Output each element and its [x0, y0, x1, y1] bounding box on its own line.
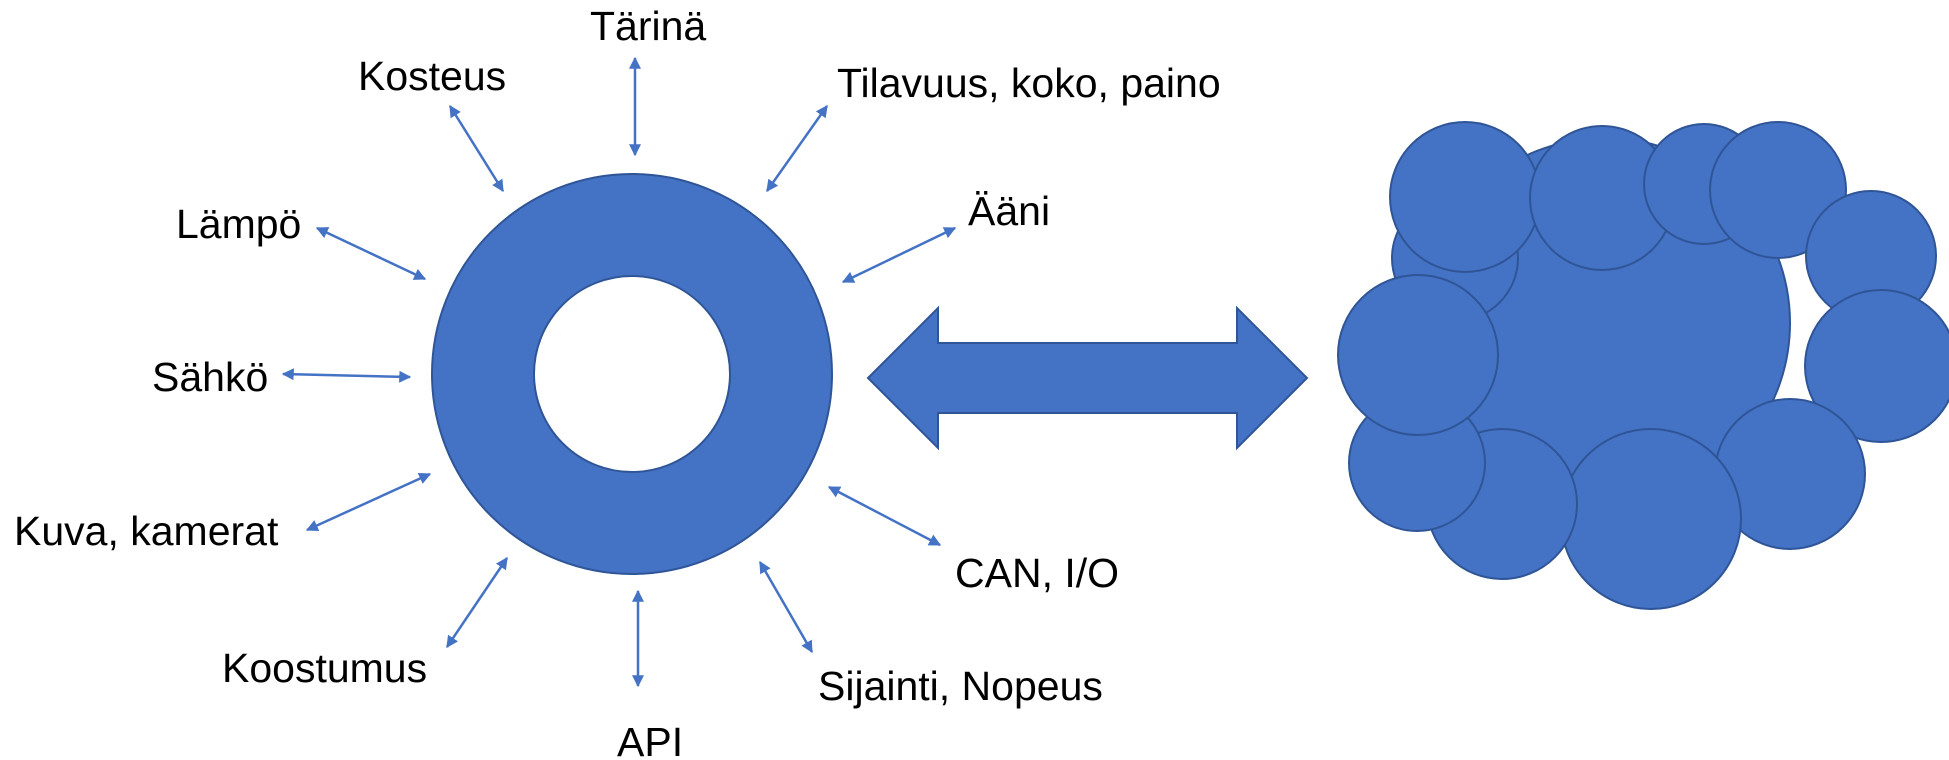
label-tilavuus: Tilavuus, koko, paino — [837, 60, 1221, 106]
arrow-sahko — [281, 368, 412, 383]
label-api: API — [617, 719, 683, 760]
label-tarina: Tärinä — [590, 3, 706, 49]
arrow-tilavuus — [765, 105, 829, 192]
label-sijainti: Sijainti, Nopeus — [818, 663, 1103, 709]
device-cloud-double-arrow — [866, 305, 1309, 451]
arrow-kosteus — [448, 104, 505, 193]
arrow-koostumus — [445, 557, 509, 648]
label-aani: Ääni — [968, 188, 1050, 234]
label-can: CAN, I/O — [955, 550, 1119, 596]
arrow-lampo — [315, 226, 427, 281]
label-kosteus: Kosteus — [358, 53, 506, 99]
label-koostumus: Koostumus — [222, 645, 427, 691]
arrow-aani — [841, 226, 957, 284]
arrow-can — [827, 485, 942, 547]
sensor-arrows — [281, 56, 957, 688]
arrow-kuva — [305, 472, 432, 532]
device-ring — [430, 173, 834, 575]
label-lampo: Lämpö — [176, 201, 301, 247]
label-sahko: Sähkö — [152, 354, 268, 400]
sensor-labels: Tärinä Kosteus Tilavuus, koko, paino Ään… — [14, 3, 1221, 760]
arrow-sijainti — [758, 560, 814, 654]
label-kuva: Kuva, kamerat — [14, 508, 279, 554]
cloud-shape — [1337, 121, 1949, 610]
